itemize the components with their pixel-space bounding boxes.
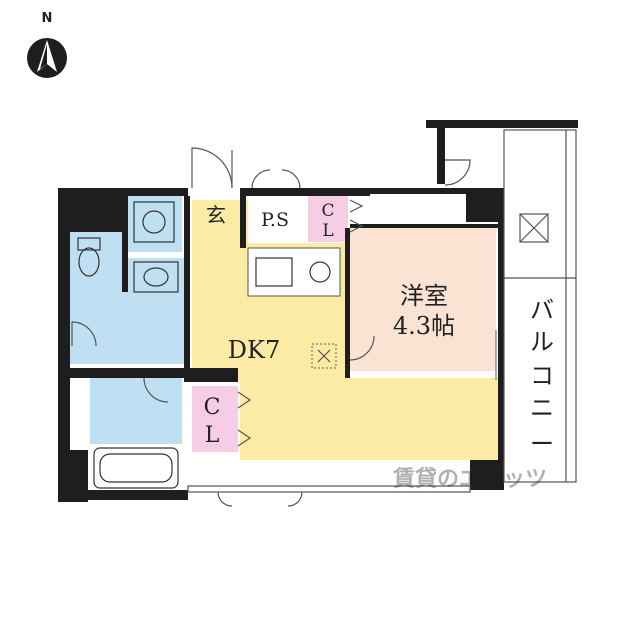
fixtures (71, 129, 577, 507)
ps-door (251, 169, 301, 189)
balcony-char: ル (530, 328, 554, 356)
compass-letter: N (42, 11, 53, 26)
kitchen-sink (255, 257, 293, 287)
washing-machine (133, 201, 175, 243)
western-room-floor (350, 228, 496, 371)
stove-burner (309, 261, 331, 283)
bottom-window (187, 485, 471, 493)
balcony-frame (503, 129, 577, 483)
western-door (349, 335, 375, 361)
bath-floor (90, 378, 182, 444)
closet-left-label-2: L (205, 423, 220, 448)
closet-top-door (349, 199, 364, 233)
closet-left-door (237, 391, 252, 447)
sink-floor (128, 258, 184, 298)
bath-door (143, 377, 169, 403)
closet-top-label-2: L (322, 221, 333, 241)
closet-top-floor (308, 196, 348, 242)
north-arrow-icon (27, 38, 67, 78)
compass: N (27, 11, 67, 78)
balcony-label: バ ル コ ニ ー (530, 296, 554, 458)
balcony-char: バ (530, 296, 554, 324)
western-room-name: 洋室 (400, 282, 448, 310)
washroom-door (71, 321, 97, 347)
balcony-char: コ (530, 362, 554, 390)
pipe-space-label: P.S (261, 209, 289, 231)
room-labels: 玄 P.S C L 洋室 4.3帖 DK7 C L バ ル コ ニ ー (204, 201, 554, 458)
light-fixture (311, 343, 337, 369)
kitchen-counter (247, 247, 341, 297)
watermark-text: 賃貸のエリッツ (392, 466, 547, 492)
outdoor-unit (519, 213, 549, 243)
toilet (77, 237, 101, 251)
walls (58, 120, 578, 502)
balcony-char: ニ (530, 394, 554, 422)
closet-left-label-1: C (204, 395, 221, 420)
entrance-label: 玄 (206, 203, 226, 227)
washer-floor (126, 196, 182, 252)
closet-left-floor (192, 386, 238, 452)
closet-top-label-1: C (321, 201, 334, 221)
dk-label: DK7 (228, 336, 280, 364)
western-room-size: 4.3帖 (393, 312, 455, 340)
watermark: 賃貸のエリッツ (392, 466, 547, 492)
balcony-door (444, 159, 471, 186)
washbasin (133, 261, 179, 293)
washroom-floor (70, 290, 184, 364)
balcony-char: ー (530, 430, 554, 458)
bathtub (93, 447, 179, 489)
entrance-door (191, 147, 233, 189)
